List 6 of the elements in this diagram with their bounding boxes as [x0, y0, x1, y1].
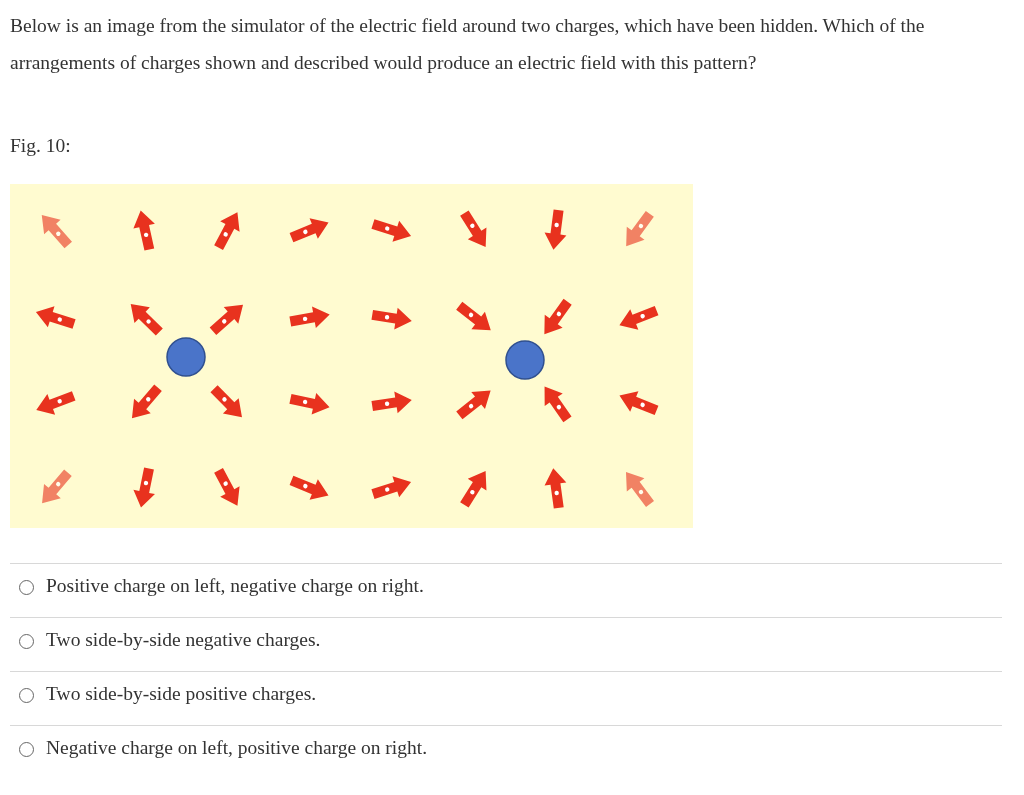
answer-option: Two side-by-side negative charges. [46, 629, 321, 651]
answer-option: Negative charge on left, positive charge on right. [46, 737, 428, 759]
answer-option: Positive charge on left, negative charge on right. [46, 575, 424, 597]
question-text: Below is an image from the simulator of the electric field around two charges, which have been hidden. Which of the arrangements of charges shown and described would produce an electric field with this pattern? [10, 14, 926, 75]
answer-option: Two side-by-side positive charges. [46, 683, 317, 705]
figure-caption: Fig. 10: [10, 135, 71, 157]
